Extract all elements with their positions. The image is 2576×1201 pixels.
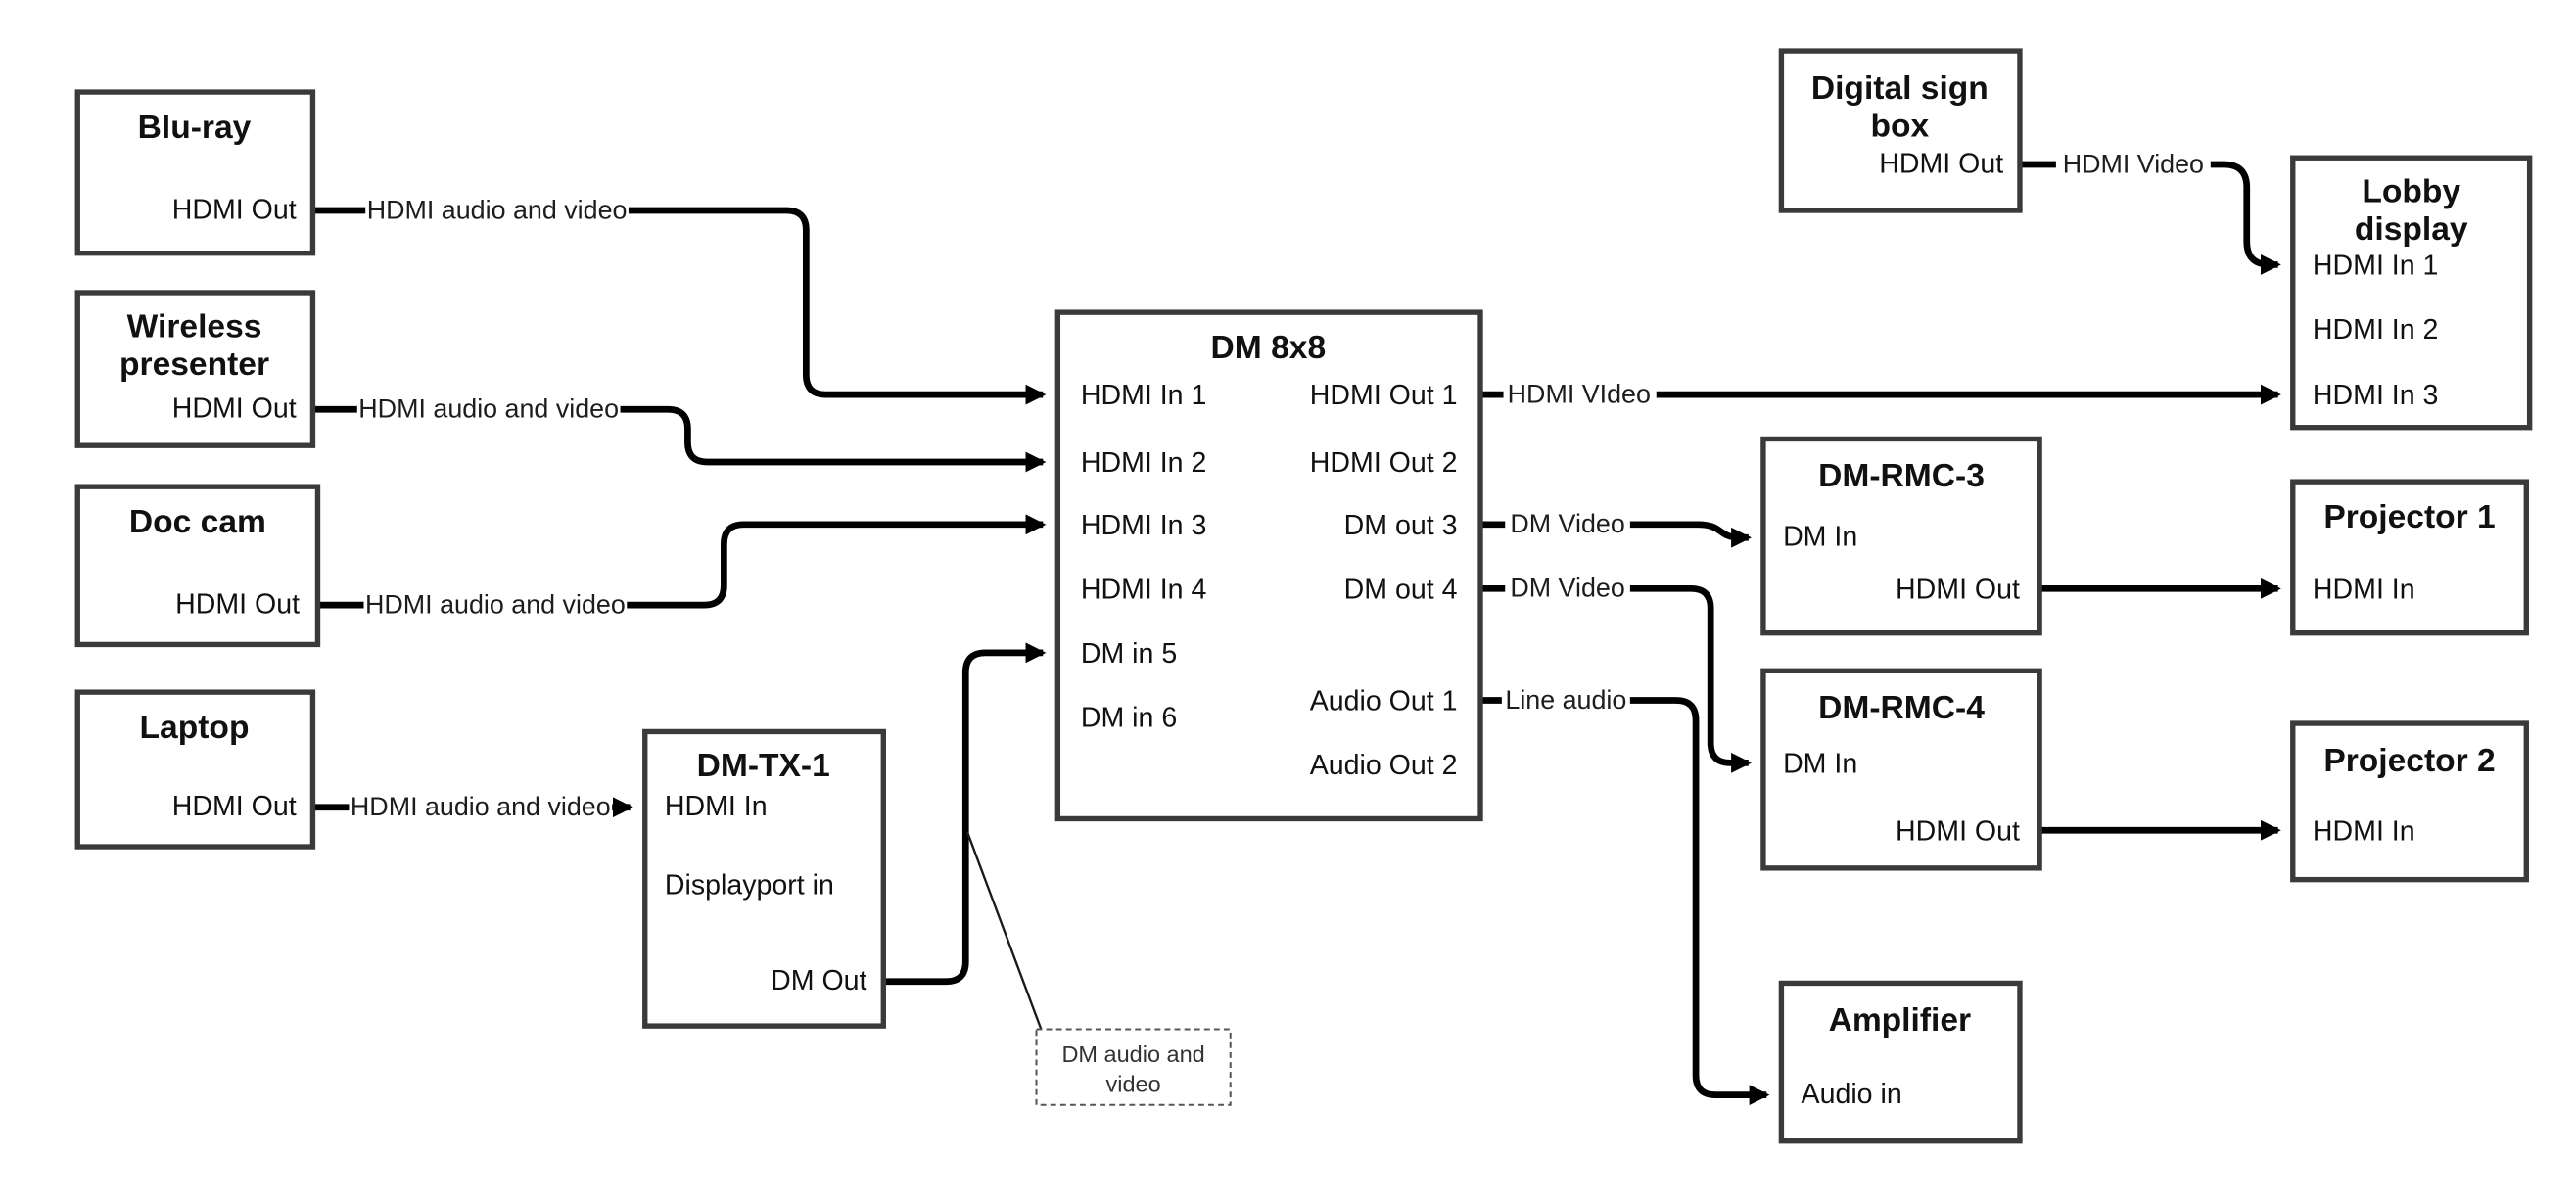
digital-sign-title-line1: Digital sign [1811, 70, 1989, 107]
wire-dm-out-4-to-dmrmc4 [1629, 584, 1752, 773]
note-leader-line [965, 831, 1045, 1035]
dm8x8-port-audio-out-2: Audio Out 2 [1310, 750, 1458, 781]
wire-label-audio-out-1: Line audio [1505, 685, 1626, 715]
box-bluray: Blu-ray HDMI Out [74, 89, 316, 256]
proj1-outline [2290, 479, 2529, 636]
amplifier-title: Amplifier [1829, 1002, 1972, 1039]
dmrmc4-port-dm-in: DM In [1783, 748, 1857, 779]
dm8x8-title: DM 8x8 [1211, 330, 1327, 366]
box-dm-rmc-4: DM-RMC-4 DM In HDMI Out [1760, 668, 2042, 871]
dmtx1-port-dm-out: DM Out [771, 965, 866, 996]
proj1-title: Projector 1 [2323, 499, 2495, 535]
dmtx1-outline [642, 728, 886, 1029]
dm8x8-port-hdmi-in-1: HDMI In 1 [1081, 380, 1206, 411]
lobby-title-line1: Lobby [2362, 174, 2460, 210]
wire-bluray-to-hdmi-in-1 [628, 207, 1047, 405]
dmtx1-title: DM-TX-1 [697, 748, 830, 784]
wire-label-dm-out-3: DM Video [1510, 509, 1624, 538]
lobby-port-hdmi-in-3: HDMI In 3 [2313, 380, 2439, 411]
box-dm-tx-1: DM-TX-1 HDMI In Displayport in DM Out [642, 728, 886, 1029]
wireless-outline [74, 290, 316, 448]
box-lobby-display: Lobby display HDMI In 1 HDMI In 2 HDMI I… [2290, 155, 2533, 431]
digital-sign-title-line2: box [1870, 108, 1929, 144]
wire-label-dm-out-4: DM Video [1510, 574, 1624, 603]
bluray-title: Blu-ray [138, 110, 252, 146]
wire-audio-out-1-to-amplifier [1629, 697, 1770, 1106]
dmrmc4-port-hdmi-out: HDMI Out [1896, 815, 2020, 847]
wire-wireless-to-hdmi-in-2 [620, 405, 1047, 473]
note-dm-audio-and-video: DM audio and video [1035, 1028, 1232, 1106]
lobby-port-hdmi-in-2: HDMI In 2 [2313, 314, 2439, 346]
wire-dm-out-3-to-dmrmc3 [1629, 521, 1752, 548]
wires [312, 161, 2281, 1106]
dm8x8-port-dm-out-3: DM out 3 [1344, 510, 1458, 541]
box-dm-8x8: DM 8x8 HDMI In 1 HDMI In 2 HDMI In 3 HDM… [1054, 309, 1483, 822]
note-text-line1: DM audio and [1061, 1041, 1204, 1067]
wire-digital-sign-to-lobby [2210, 161, 2281, 275]
wire-label-wireless: HDMI audio and video [358, 394, 619, 424]
box-doc-cam: Doc cam HDMI Out [74, 484, 321, 648]
amplifier-port-audio-in: Audio in [1802, 1079, 1902, 1110]
dm8x8-port-hdmi-out-2: HDMI Out 2 [1310, 447, 1458, 479]
wire-label-doccam: HDMI audio and video [365, 590, 626, 620]
dm8x8-outline [1054, 309, 1483, 822]
wire-label-laptop: HDMI audio and video [351, 792, 611, 821]
wire-label-bluray: HDMI audio and video [367, 195, 628, 224]
digital-sign-port-hdmi-out: HDMI Out [1879, 148, 2003, 179]
proj2-port-hdmi-in: HDMI In [2313, 815, 2415, 847]
lobby-outline [2290, 155, 2533, 431]
box-digital-sign: Digital sign box HDMI Out [1778, 48, 2023, 213]
dm8x8-port-dm-in-6: DM in 6 [1081, 702, 1177, 733]
dmrmc3-outline [1760, 436, 2042, 636]
dm8x8-port-dm-in-5: DM in 5 [1081, 638, 1177, 670]
box-laptop: Laptop HDMI Out [74, 689, 316, 850]
dm8x8-port-audio-out-1: Audio Out 1 [1310, 686, 1458, 717]
box-dm-rmc-3: DM-RMC-3 DM In HDMI Out [1760, 436, 2042, 636]
note-text-line2: video [1106, 1071, 1161, 1096]
dmtx1-port-hdmi-in: HDMI In [665, 791, 768, 822]
doccam-outline [74, 484, 321, 648]
bluray-port-hdmi-out: HDMI Out [172, 194, 297, 225]
lobby-port-hdmi-in-1: HDMI In 1 [2313, 251, 2439, 282]
dm8x8-port-hdmi-in-2: HDMI In 2 [1081, 447, 1206, 479]
dmrmc4-outline [1760, 668, 2042, 871]
dmrmc3-title: DM-RMC-3 [1818, 458, 1985, 494]
dmtx1-port-displayport-in: Displayport in [665, 870, 834, 901]
dm8x8-port-hdmi-in-3: HDMI In 3 [1081, 510, 1206, 541]
proj2-title: Projector 2 [2323, 743, 2495, 779]
laptop-title: Laptop [140, 710, 250, 746]
doccam-title: Doc cam [129, 504, 266, 540]
dmrmc3-port-dm-in: DM In [1783, 522, 1857, 553]
proj2-outline [2290, 720, 2529, 883]
laptop-port-hdmi-out: HDMI Out [172, 791, 297, 822]
dm8x8-port-dm-out-4: DM out 4 [1344, 574, 1458, 605]
dm8x8-port-hdmi-out-1: HDMI Out 1 [1310, 380, 1458, 411]
box-projector-1: Projector 1 HDMI In [2290, 479, 2529, 636]
amplifier-outline [1778, 980, 2023, 1144]
dmrmc3-port-hdmi-out: HDMI Out [1896, 574, 2020, 605]
box-wireless-presenter: Wireless presenter HDMI Out [74, 290, 316, 448]
dmrmc4-title: DM-RMC-4 [1818, 690, 1985, 726]
lobby-title-line2: display [2355, 211, 2468, 248]
wireless-title-line2: presenter [119, 346, 269, 383]
wire-dmtx1-to-dm-in-5 [883, 642, 1047, 986]
box-amplifier: Amplifier Audio in [1778, 980, 2023, 1144]
note-outline [1035, 1028, 1232, 1106]
proj1-port-hdmi-in: HDMI In [2313, 574, 2415, 605]
wire-doccam-to-hdmi-in-3 [627, 514, 1047, 609]
dm8x8-port-hdmi-in-4: HDMI In 4 [1081, 574, 1207, 605]
wireless-title-line1: Wireless [127, 308, 262, 345]
wire-label-hdmi-out-1: HDMI VIdeo [1508, 380, 1651, 409]
digital-sign-outline [1778, 48, 2023, 213]
laptop-outline [74, 689, 316, 850]
box-projector-2: Projector 2 HDMI In [2290, 720, 2529, 883]
wireless-port-hdmi-out: HDMI Out [172, 393, 297, 425]
doccam-port-hdmi-out: HDMI Out [175, 589, 300, 621]
wire-labels: HDMI audio and video HDMI audio and vide… [351, 149, 2204, 821]
bluray-outline [74, 89, 316, 256]
wire-label-digital-sign: HDMI Video [2063, 149, 2204, 178]
